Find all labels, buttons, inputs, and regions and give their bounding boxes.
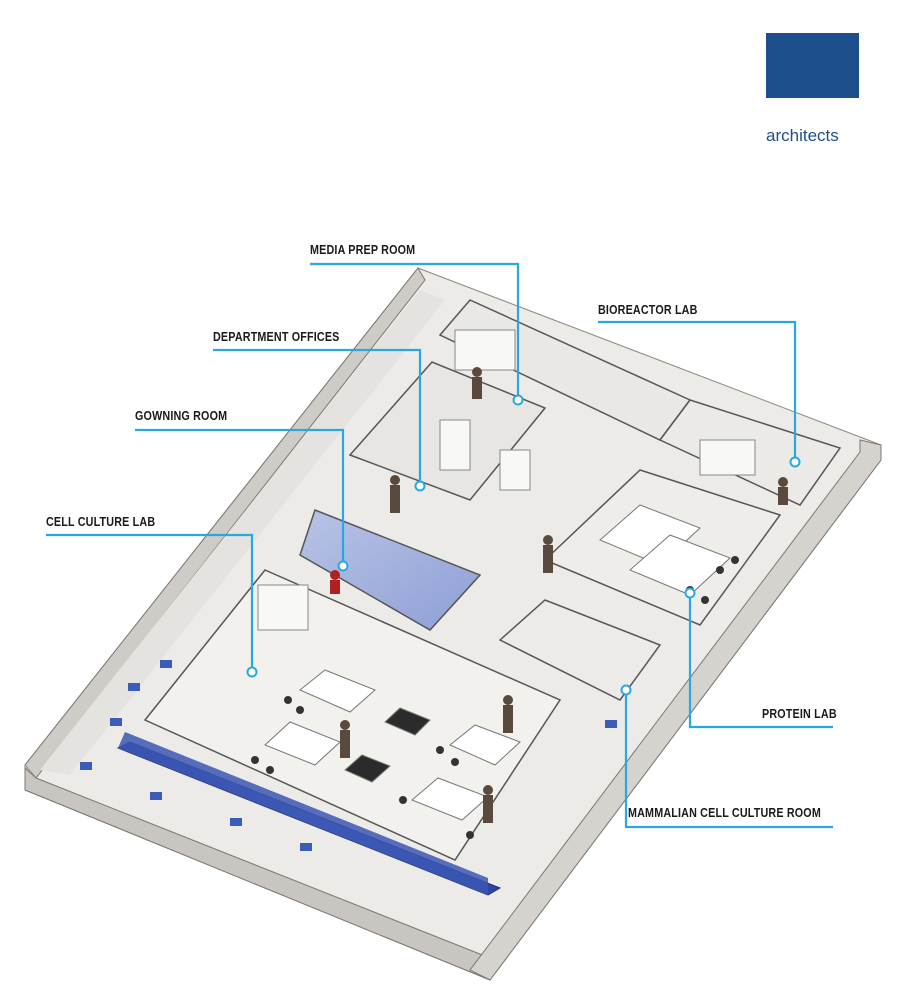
- leader-cell-culture: [46, 533, 254, 672]
- label-gowning-room: GOWNING ROOM: [135, 409, 228, 423]
- label-mammalian-cell-culture-room: MAMMALIAN CELL CULTURE ROOM: [628, 806, 821, 820]
- leader-gowning: [135, 428, 345, 566]
- floor-accents: [80, 660, 617, 851]
- corridor: [40, 290, 445, 775]
- bcdm-logo: BCDM architects: [766, 33, 859, 146]
- leader-mammalian: [624, 690, 833, 829]
- gowning-room: [299, 509, 482, 631]
- outer-wall-bottom: [24, 766, 491, 981]
- leader-lines: [46, 262, 833, 829]
- leader-media-prep: [310, 262, 520, 400]
- leader-bioreactor: [598, 320, 797, 462]
- outer-wall-right: [469, 439, 882, 981]
- logo-subtitle: architects: [766, 126, 839, 145]
- label-protein-lab: PROTEIN LAB: [762, 707, 837, 721]
- label-cell-culture-lab: CELL CULTURE LAB: [46, 515, 156, 529]
- lab-benches: [264, 504, 731, 821]
- casework: [257, 329, 756, 631]
- logo-name-wrap: BCDM: [766, 105, 859, 135]
- leader-department-offices: [213, 348, 422, 486]
- glass-wall-face: [118, 732, 488, 895]
- wall-mammalian: [498, 599, 662, 701]
- label-department-offices: DEPARTMENT OFFICES: [213, 330, 340, 344]
- logo-name: BCDM: [768, 105, 857, 134]
- leader-protein: [688, 593, 833, 729]
- logo-block: [766, 33, 859, 98]
- label-bioreactor-lab: BIOREACTOR LAB: [598, 303, 698, 317]
- people: [330, 367, 788, 823]
- chairs: [251, 556, 739, 839]
- label-media-prep-room: MEDIA PREP ROOM: [310, 243, 416, 257]
- leader-dots: [246, 394, 801, 696]
